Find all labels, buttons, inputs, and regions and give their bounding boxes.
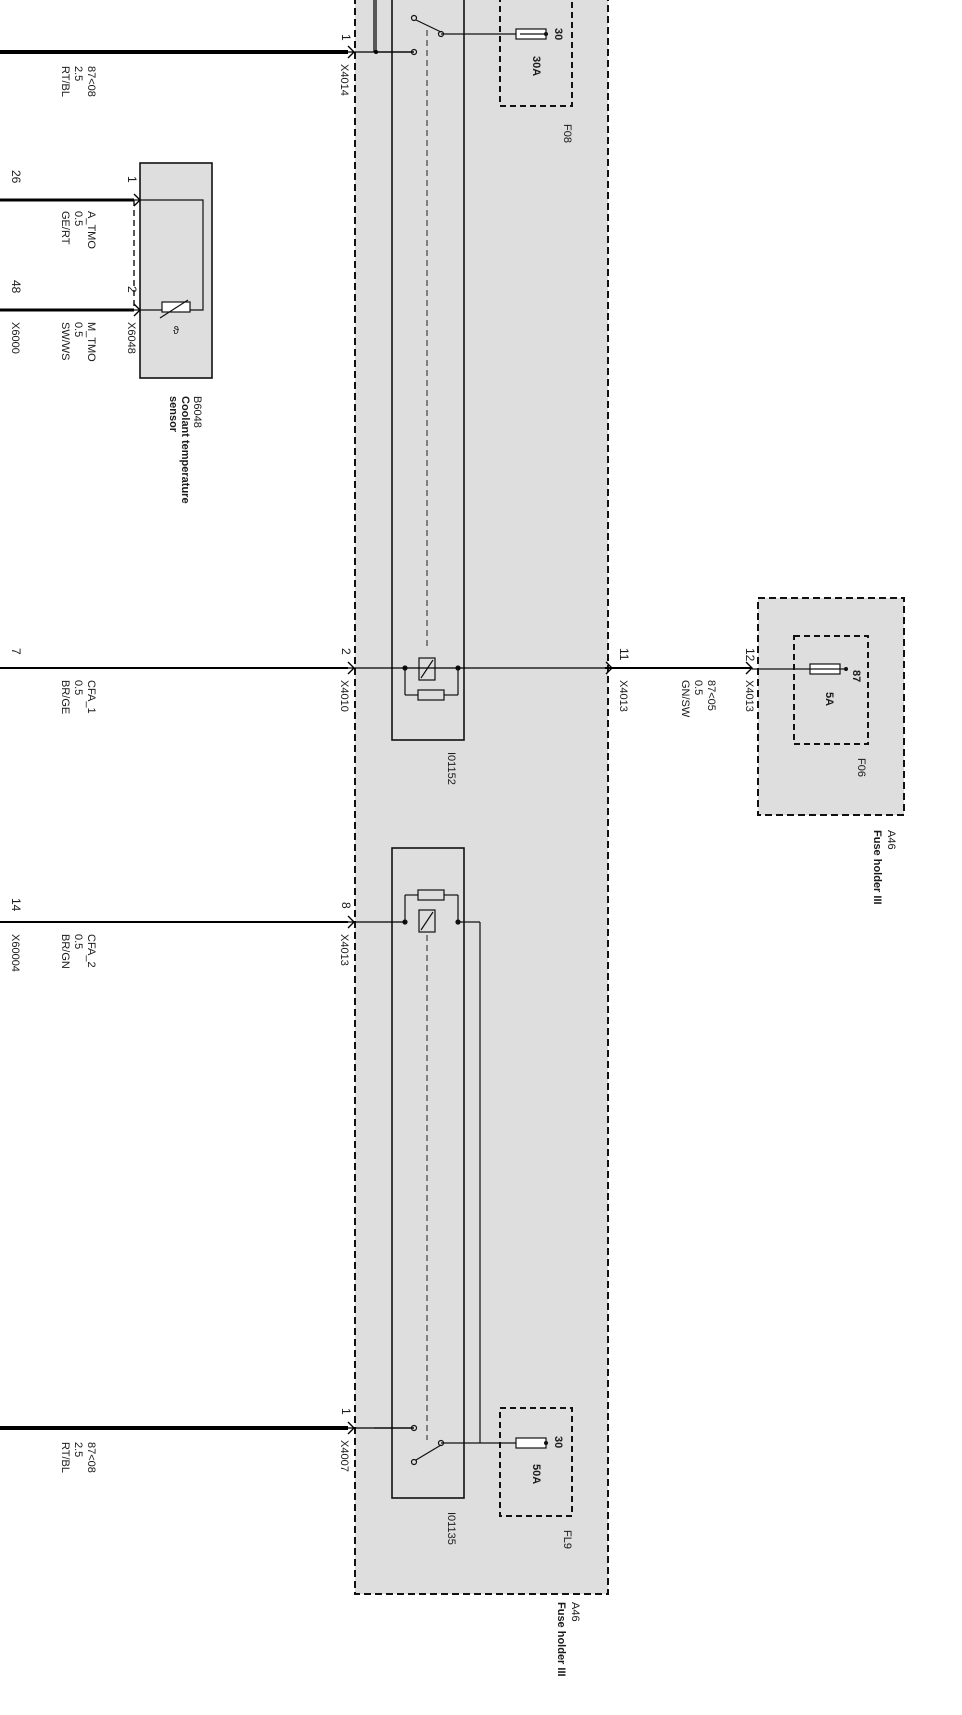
fuse-holder-main-id: A46 bbox=[569, 1602, 581, 1622]
sensor-name-line2: sensor bbox=[167, 396, 179, 433]
wire-7[interactable] bbox=[0, 1421, 414, 1435]
wire-3-size: 0.5 bbox=[72, 322, 84, 337]
wire-2[interactable] bbox=[0, 193, 141, 207]
wire-6[interactable] bbox=[0, 915, 405, 929]
wire-6-right-pin: 8 bbox=[339, 902, 353, 909]
wire-3-signal: M_TMO bbox=[85, 322, 97, 362]
wire-4-signal: CFA_1 bbox=[85, 680, 97, 714]
fuse-f08-terminal: 30 bbox=[552, 28, 564, 40]
fuse-f08-rating: 30A bbox=[530, 56, 542, 76]
coolant-sensor[interactable]: ϑ bbox=[133, 162, 213, 379]
wire-1-right-pin: 1 bbox=[339, 34, 353, 41]
relay-2-id: I01135 bbox=[445, 1512, 457, 1545]
wire-5-size: 0.5 bbox=[692, 680, 704, 695]
wire-7-signal: 87<08 bbox=[85, 1442, 97, 1473]
fuse-f08[interactable]: 30 30A F08 bbox=[499, 0, 573, 143]
wire-3-connector: X6048 bbox=[125, 322, 137, 354]
fuse-holder-small-id: A46 bbox=[885, 830, 897, 850]
wire-1[interactable] bbox=[0, 0, 414, 59]
fuse-holder-main[interactable] bbox=[354, 0, 609, 1595]
wire-4-color: BR/GE bbox=[59, 680, 71, 714]
wire-3-right-pin: 2 bbox=[125, 286, 139, 293]
wire-1-signal: 87<08 bbox=[85, 66, 97, 97]
fuse-f06-terminal: 87 bbox=[850, 670, 862, 682]
wire-4-left-pin: 7 bbox=[9, 648, 23, 655]
wire-1-color: RT/BL bbox=[59, 66, 71, 97]
fuse-fl9[interactable]: 30 50A FL9 bbox=[499, 1407, 573, 1549]
wire-7-connector: X4007 bbox=[338, 1440, 350, 1472]
fuse-holder-small-name: Fuse holder III bbox=[871, 830, 883, 905]
relay-1-coil bbox=[402, 657, 461, 701]
wire-3-left-pin: 48 bbox=[9, 280, 23, 294]
wire-4-right-pin: 2 bbox=[339, 648, 353, 655]
wire-6-signal: CFA_2 bbox=[85, 934, 97, 968]
wire-5-connector: X4013 bbox=[743, 680, 755, 712]
relay-1-body[interactable] bbox=[391, 0, 465, 741]
wire-4-connector: X4010 bbox=[338, 680, 350, 712]
wire-4[interactable] bbox=[0, 661, 605, 675]
wire-3-color: SW/WS bbox=[59, 322, 71, 361]
fuse-f08-id: F08 bbox=[561, 124, 573, 143]
wire-5-color: GN/SW bbox=[679, 680, 691, 718]
wire-6-left-pin: 14 bbox=[9, 898, 23, 912]
wire-6-connector: X4013 bbox=[338, 934, 350, 966]
fuse-f06-id: F06 bbox=[855, 758, 867, 777]
wire-5-right-pin: 12 bbox=[743, 648, 757, 662]
wire-1-size: 2.5 bbox=[72, 66, 84, 81]
wire-1-connector: X4014 bbox=[338, 64, 350, 96]
wire-5[interactable] bbox=[605, 661, 753, 675]
wire-2-left-pin: 26 bbox=[9, 170, 23, 184]
wire-5-signal: 87<05 bbox=[705, 680, 717, 711]
wire-2-right-pin: 1 bbox=[125, 176, 139, 183]
wire-6-color: BR/GN bbox=[59, 934, 71, 969]
wire-3[interactable] bbox=[0, 303, 141, 317]
wire-7-color: RT/BL bbox=[59, 1442, 71, 1473]
wire-2-size: 0.5 bbox=[72, 211, 84, 226]
fuse-f06[interactable]: 87 5A F06 bbox=[752, 635, 869, 777]
fuse-holder-main-name: Fuse holder III bbox=[555, 1602, 567, 1677]
relay-2-coil bbox=[402, 889, 481, 1443]
wire-5-left-pin: 11 bbox=[617, 648, 631, 661]
fuse-fl9-terminal: 30 bbox=[552, 1436, 564, 1448]
fuse-f06-rating: 5A bbox=[823, 692, 835, 706]
sensor-theta-symbol: ϑ bbox=[173, 325, 179, 337]
wire-3-left-connector: X6000 bbox=[9, 322, 21, 354]
wire-7-right-pin: 1 bbox=[339, 1408, 353, 1415]
fuse-holder-small[interactable] bbox=[757, 597, 905, 816]
wire-2-color: GE/RT bbox=[59, 211, 71, 245]
wire-7-size: 2.5 bbox=[72, 1442, 84, 1457]
relay-2-body[interactable] bbox=[391, 847, 465, 1499]
wire-6-size: 0.5 bbox=[72, 934, 84, 949]
wire-4-size: 0.5 bbox=[72, 680, 84, 695]
wire-6-left-connector: X60004 bbox=[9, 934, 21, 972]
fuse-fl9-rating: 50A bbox=[530, 1464, 542, 1484]
wire-2-signal: A_TMO bbox=[85, 211, 97, 249]
sensor-name-line1: Coolant temperature bbox=[179, 396, 191, 504]
relay-1-switch bbox=[374, 14, 520, 56]
relay-1-id: I01152 bbox=[445, 752, 457, 785]
fuse-fl9-id: FL9 bbox=[561, 1530, 573, 1549]
sensor-id: B6048 bbox=[191, 396, 203, 428]
wire-5-left-connector: X4013 bbox=[617, 680, 629, 712]
